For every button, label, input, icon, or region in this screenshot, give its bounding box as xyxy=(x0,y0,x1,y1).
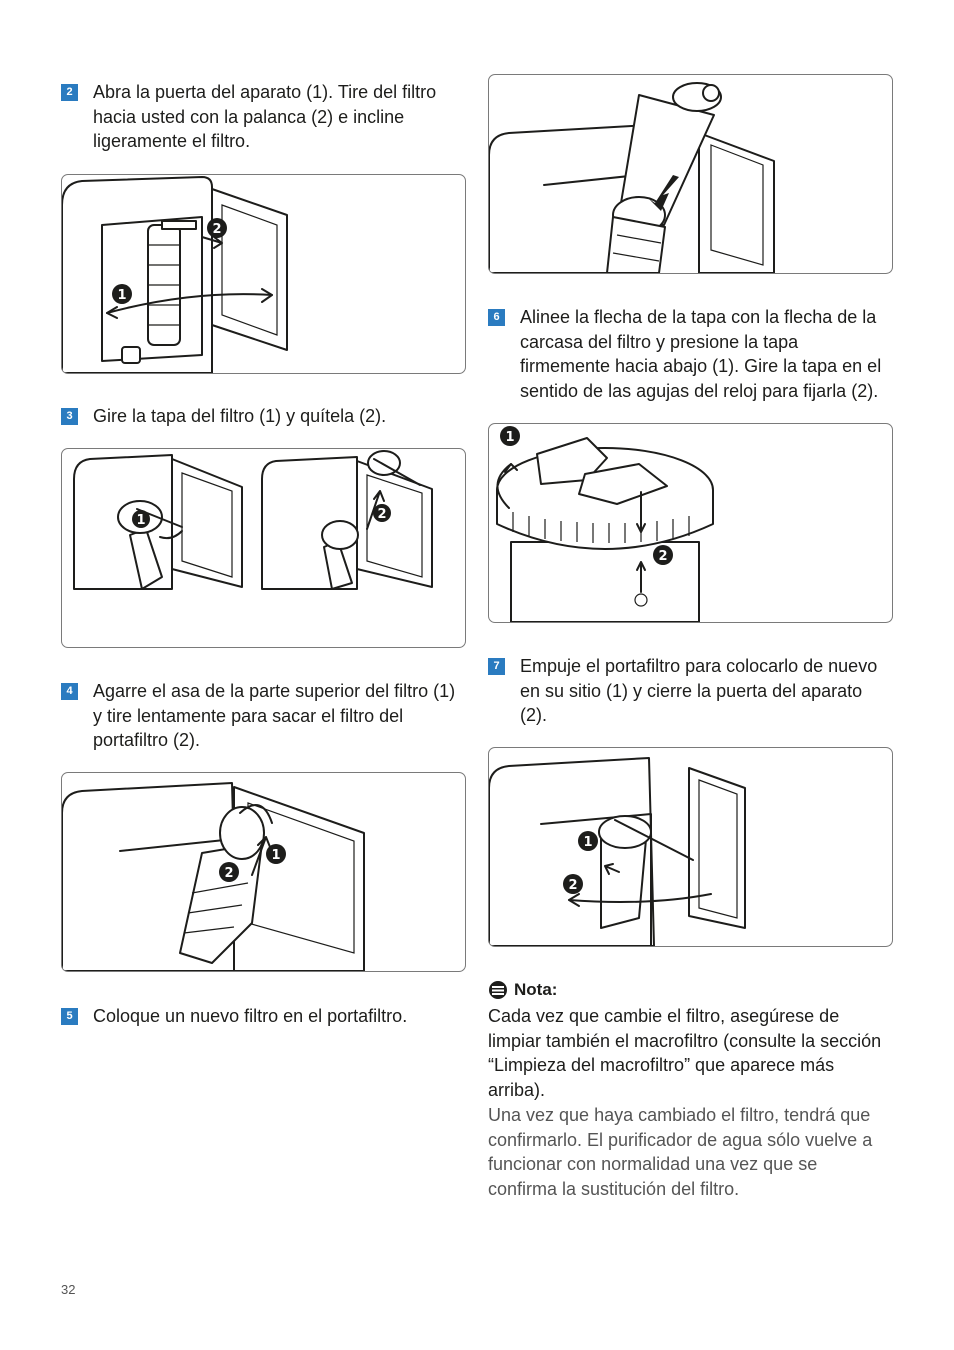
figure-insert-filter xyxy=(488,74,893,274)
figure-remove-cap: 1 2 xyxy=(61,448,466,648)
step-7: 7 Empuje el portafiltro para colocarlo d… xyxy=(488,654,893,728)
step-number-badge: 5 xyxy=(61,1008,78,1025)
callout-2: 2 xyxy=(224,866,233,881)
step-3: 3 Gire la tapa del filtro (1) y quítela … xyxy=(61,404,466,429)
figure-open-door: 1 2 xyxy=(61,174,466,374)
step-text: Gire la tapa del filtro (1) y quítela (2… xyxy=(93,406,387,426)
callout-1: 1 xyxy=(271,848,280,863)
step-number-badge: 3 xyxy=(61,408,78,425)
page-number: 32 xyxy=(61,1282,76,1297)
note-bold-text: Cada vez que cambie el filtro, asegúrese… xyxy=(488,1006,882,1100)
step-4: 4 Agarre el asa de la parte superior del… xyxy=(61,679,466,753)
callout-1: 1 xyxy=(136,513,145,528)
note-title: Nota: xyxy=(514,980,558,999)
step-text: Agarre el asa de la parte superior del f… xyxy=(93,681,456,751)
step-text: Coloque un nuevo filtro en el portafiltr… xyxy=(93,1006,408,1026)
callout-2: 2 xyxy=(377,507,386,522)
step-number-badge: 7 xyxy=(488,658,505,675)
callout-2: 2 xyxy=(212,222,221,237)
note-icon xyxy=(489,981,507,999)
callout-2: 2 xyxy=(658,549,667,564)
figure-fit-cap: 1 2 xyxy=(488,423,893,623)
step-number-badge: 2 xyxy=(61,84,78,101)
note-heading: Nota: xyxy=(488,980,557,1000)
callout-1: 1 xyxy=(505,430,514,445)
callout-1: 1 xyxy=(117,288,126,303)
step-text: Abra la puerta del aparato (1). Tire del… xyxy=(93,82,437,152)
step-6: 6 Alinee la flecha de la tapa con la fle… xyxy=(488,305,893,403)
figure-pull-filter: 1 2 xyxy=(61,772,466,972)
step-5: 5 Coloque un nuevo filtro en el portafil… xyxy=(61,1004,466,1029)
step-text: Alinee la flecha de la tapa con la flech… xyxy=(520,307,882,401)
step-number-badge: 4 xyxy=(61,683,78,700)
step-number-badge: 6 xyxy=(488,309,505,326)
callout-2: 2 xyxy=(568,878,577,893)
note-light-text: Una vez que haya cambiado el filtro, ten… xyxy=(488,1105,873,1199)
step-text: Empuje el portafiltro para colocarlo de … xyxy=(520,656,878,726)
step-2: 2 Abra la puerta del aparato (1). Tire d… xyxy=(61,80,466,154)
callout-1: 1 xyxy=(583,835,592,850)
figure-close-door: 1 2 xyxy=(488,747,893,947)
